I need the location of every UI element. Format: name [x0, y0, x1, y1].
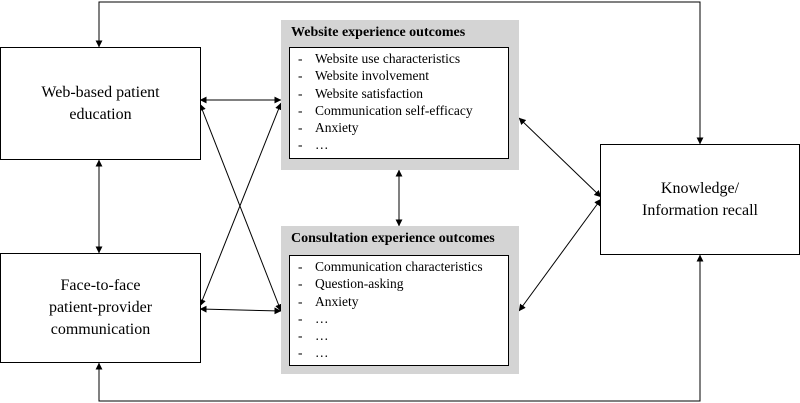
- consultation-outcomes-list: -Communication characteristics -Question…: [289, 255, 509, 366]
- consultation-outcomes-title: Consultation experience outcomes: [291, 231, 495, 246]
- face-to-face-label: Face-to-face patient-provider communicat…: [48, 277, 153, 338]
- arrow-bottom-loop: [95, 254, 704, 402]
- list-item: -Communication self-efficacy: [298, 102, 473, 118]
- website-outcomes-list: -Website use characteristics -Website in…: [289, 47, 509, 159]
- arrow-face-website: [199, 102, 282, 307]
- web-education-label: Web-based patient education: [41, 83, 160, 123]
- arrow-consultation-knowledge: [518, 198, 602, 312]
- list-item: -…: [298, 345, 329, 361]
- list-item: -Website use characteristics: [298, 51, 461, 66]
- list-item: -Website involvement: [298, 68, 430, 84]
- list-item: -Website satisfaction: [298, 85, 424, 101]
- knowledge-label: Knowledge/ Information recall: [642, 179, 758, 219]
- list-item: -Anxiety: [298, 120, 359, 136]
- arrow-website-knowledge: [518, 117, 602, 198]
- list-item: -…: [298, 328, 329, 344]
- list-item: -…: [298, 310, 329, 326]
- list-item: -Question-asking: [298, 276, 404, 292]
- knowledge-box: Knowledge/ Information recall: [600, 144, 800, 255]
- website-outcomes-title: Website experience outcomes: [291, 25, 466, 40]
- arrow-face-consultation: [199, 305, 282, 315]
- arrow-education-consultation: [199, 103, 282, 312]
- web-education-box: Web-based patient education: [0, 47, 201, 160]
- face-to-face-box: Face-to-face patient-provider communicat…: [0, 253, 201, 363]
- list-item: -Anxiety: [298, 293, 359, 309]
- consultation-outcomes-group: Consultation experience outcomes -Commun…: [281, 226, 519, 374]
- list-item: -Communication characteristics: [298, 259, 483, 274]
- list-item: -…: [298, 137, 329, 153]
- website-outcomes-group: Website experience outcomes -Website use…: [281, 20, 519, 170]
- arrow-top-loop: [95, 1, 704, 145]
